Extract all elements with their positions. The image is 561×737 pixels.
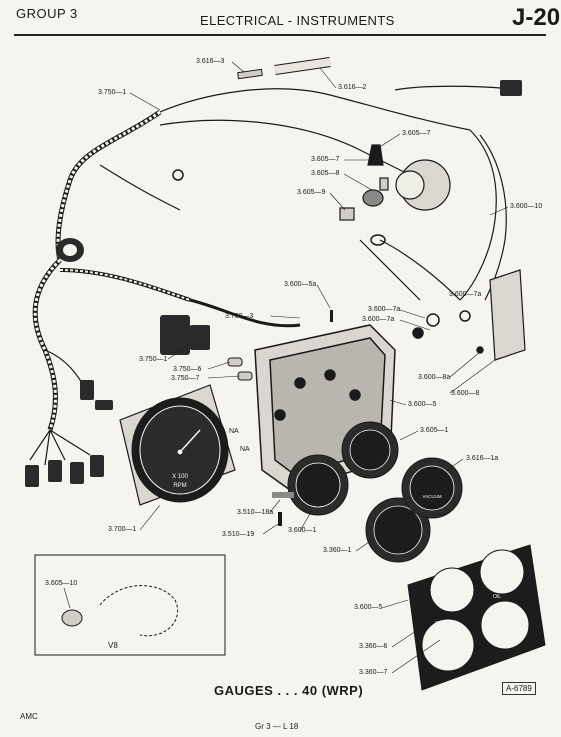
callout-na-2: NA bbox=[240, 446, 250, 453]
vacuum-hose bbox=[237, 57, 331, 80]
callout-3600-10: 3.600—10 bbox=[510, 203, 543, 210]
callout-3600-8: 3.600—8 bbox=[451, 390, 480, 397]
callout-3360-1: 3.360—1 bbox=[323, 547, 352, 554]
callout-3605-7b: 3.605—7 bbox=[311, 156, 340, 163]
callout-3616-2: 3.616—2 bbox=[338, 84, 367, 91]
bezel-oil: OIL bbox=[493, 594, 501, 600]
bulb-sockets bbox=[227, 357, 253, 381]
callout-3360-6: 3.360—6 bbox=[359, 643, 388, 650]
callout-3510-19: 3.510—19 bbox=[222, 531, 255, 538]
figure-id: A-6789 bbox=[502, 682, 536, 695]
callout-na-1: NA bbox=[229, 428, 239, 435]
callout-3600-5-mid: 3.600—5 bbox=[408, 401, 437, 408]
ground-terminal bbox=[172, 169, 184, 181]
callout-3510-18a: 3.510—18a bbox=[237, 509, 274, 516]
terminals bbox=[370, 234, 484, 354]
callout-3600-8a: 3.600—8a bbox=[418, 374, 451, 381]
sender-unit bbox=[339, 144, 451, 221]
inset-label-v8: V8 bbox=[108, 641, 118, 650]
vacuum-label: VACUUM bbox=[422, 494, 441, 499]
callout-3360-7: 3.360—7 bbox=[359, 669, 388, 676]
callout-3616-3: 3.616—3 bbox=[196, 58, 225, 65]
header-page-number: J-20 bbox=[512, 4, 561, 31]
grommet bbox=[56, 238, 84, 262]
footer-center: Gr 3 — L 18 bbox=[255, 722, 299, 731]
callout-3605-9: 3.605—9 bbox=[297, 189, 326, 196]
tach-rpm: RPM bbox=[173, 483, 186, 489]
callout-3750-7: 3.750—7 bbox=[171, 375, 200, 382]
callout-3605-10: 3.605—10 bbox=[45, 580, 78, 587]
small-gauges bbox=[287, 421, 463, 563]
callout-3605-7a: 3.605—7 bbox=[402, 130, 431, 137]
header-group: GROUP 3 bbox=[16, 6, 78, 21]
callout-3750-3: 3.750—3 bbox=[225, 313, 254, 320]
figure-caption: GAUGES . . . 40 (WRP) bbox=[214, 683, 364, 698]
callout-3600-7a-2: 3.600—7a bbox=[368, 306, 401, 313]
tach-x100: X 100 bbox=[172, 474, 188, 480]
leader-lines bbox=[63, 61, 509, 674]
callout-3750-6: 3.750—6 bbox=[173, 366, 202, 373]
header-rule bbox=[14, 34, 546, 36]
callout-3616-1a: 3.616—1a bbox=[466, 455, 499, 462]
callout-3600-7a-3: 3.600—7a bbox=[362, 316, 395, 323]
wiring-harness bbox=[29, 85, 521, 466]
harness-connectors bbox=[25, 80, 522, 487]
callout-3750-1-mid: 3.750—1 bbox=[139, 356, 168, 363]
callout-3600-1: 3.600—1 bbox=[288, 527, 317, 534]
callout-3600-7a-1: 3.600—7a bbox=[449, 291, 482, 298]
instrument-bezel bbox=[407, 544, 546, 691]
tachometer bbox=[119, 384, 236, 506]
callout-3605-8: 3.605—8 bbox=[311, 170, 340, 177]
callout-3750-1-top: 3.750—1 bbox=[98, 89, 127, 96]
bezel-brake: BRKE bbox=[435, 621, 449, 627]
v8-inset bbox=[34, 554, 226, 656]
callout-3700-1: 3.700—1 bbox=[108, 526, 137, 533]
header-title: ELECTRICAL - INSTRUMENTS bbox=[200, 13, 395, 28]
footer-left: AMC bbox=[20, 712, 38, 721]
mounting-bracket bbox=[489, 269, 526, 361]
callout-3600-5a: 3.600—5a bbox=[284, 281, 317, 288]
screws bbox=[272, 310, 333, 526]
callout-3605-1: 3.605—1 bbox=[420, 427, 449, 434]
callout-3600-5-low: 3.600—5 bbox=[354, 604, 383, 611]
